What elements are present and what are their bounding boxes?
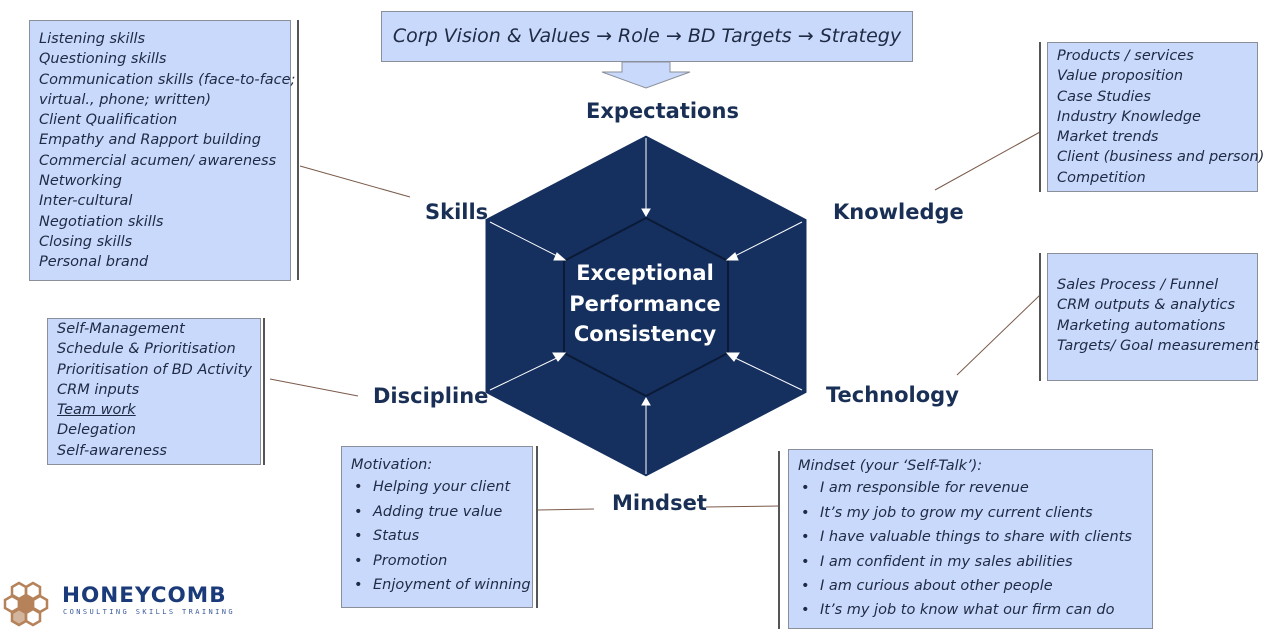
arrow-top-right: [728, 221, 803, 260]
list-item: Inter-cultural: [39, 193, 133, 210]
list-item: Schedule & Prioritisation: [57, 341, 236, 358]
label-technology: Technology: [826, 383, 959, 407]
label-discipline: Discipline: [373, 384, 489, 408]
list-item: It’s my job to know what our firm can do: [798, 598, 1152, 622]
center-title: Exceptional Performance Consistency: [560, 258, 730, 350]
motivation-heading: Motivation:: [351, 457, 433, 473]
list-item: Personal brand: [39, 254, 149, 271]
list-item: virtual., phone; written): [39, 91, 212, 108]
motivation-list: Helping your client Adding true value St…: [351, 475, 532, 597]
knowledge-accent-bar: [1039, 42, 1041, 192]
skills-accent-bar: [297, 20, 299, 280]
list-item: Marketing automations: [1057, 317, 1226, 334]
skills-box: Listening skills Questioning skills Comm…: [29, 20, 296, 281]
list-item: Communication skills (face-to-face;: [39, 71, 296, 88]
mindset-heading: Mindset (your ‘Self-Talk’):: [798, 458, 983, 474]
technology-box: Sales Process / Funnel CRM outputs & ana…: [1047, 253, 1260, 381]
list-item: Listening skills: [39, 31, 146, 47]
list-item: Adding true value: [351, 500, 532, 524]
connector-skills: [299, 165, 411, 198]
list-item: Client Qualification: [39, 112, 178, 129]
label-skills: Skills: [425, 200, 489, 224]
list-item: CRM outputs & analytics: [1057, 297, 1236, 314]
center-line: Performance: [569, 291, 721, 316]
technology-accent-bar: [1039, 253, 1041, 381]
list-item: Prioritisation of BD Activity: [57, 361, 252, 378]
list-item: CRM inputs: [57, 381, 140, 398]
list-item: Sales Process / Funnel: [1057, 277, 1219, 293]
list-item: Enjoyment of winning: [351, 573, 532, 597]
arrow-bottom-left: [489, 354, 564, 391]
list-item: Promotion: [351, 549, 532, 573]
label-knowledge: Knowledge: [833, 200, 964, 224]
logo-tagline: CONSULTING SKILLS TRAINING: [63, 608, 235, 616]
list-item: Self-awareness: [57, 442, 167, 459]
connector-mindset: [705, 505, 781, 508]
list-item: Questioning skills: [39, 51, 167, 68]
vision-banner: Corp Vision & Values → Role → BD Targets…: [381, 11, 913, 62]
discipline-box: Self-Management Schedule & Prioritisatio…: [47, 318, 261, 465]
honeycomb-logo-icon: [3, 581, 49, 627]
list-item: I have valuable things to share with cli…: [798, 525, 1152, 549]
logo-wordmark: HONEYCOMB: [62, 583, 227, 608]
down-arrow: [601, 61, 691, 89]
list-item: It’s my job to grow my current clients: [798, 501, 1152, 525]
list-item: Commercial acumen/ awareness: [39, 152, 277, 169]
list-item: Networking: [39, 173, 122, 190]
mindset-accent-bar: [778, 451, 780, 629]
mindset-list: I am responsible for revenue It’s my job…: [798, 476, 1152, 622]
list-item: Negotiation skills: [39, 213, 164, 230]
list-item: Value proposition: [1057, 68, 1184, 85]
knowledge-box: Products / services Value proposition Ca…: [1047, 42, 1265, 192]
discipline-accent-bar: [263, 318, 265, 465]
list-item: I am curious about other people: [798, 574, 1152, 598]
list-item: Case Studies: [1057, 88, 1151, 105]
connector-motivation: [537, 508, 595, 511]
motivation-accent-bar: [536, 446, 538, 608]
center-line: Consistency: [573, 322, 717, 346]
list-item: Empathy and Rapport building: [39, 132, 261, 149]
connector-knowledge: [934, 131, 1041, 191]
list-item: I am confident in my sales abilities: [798, 550, 1152, 574]
center-line: Exceptional: [576, 261, 714, 285]
list-item: Delegation: [57, 422, 136, 439]
inner-hexagon: [563, 216, 729, 398]
list-item: Competition: [1057, 169, 1146, 186]
list-item: Closing skills: [39, 233, 133, 250]
list-item: Client (business and person): [1057, 149, 1265, 166]
mindset-box: Mindset (your ‘Self-Talk’): I am respons…: [788, 449, 1153, 629]
list-item: Status: [351, 524, 532, 548]
list-item: Products / services: [1057, 48, 1194, 64]
list-item: Targets/ Goal measurement: [1057, 337, 1260, 354]
arrow-bottom-right: [728, 354, 803, 391]
list-item: Self-Management: [57, 321, 185, 337]
list-item: Helping your client: [351, 475, 532, 499]
list-item: I am responsible for revenue: [798, 476, 1152, 500]
list-item: Team work: [57, 402, 136, 419]
list-item: Market trends: [1057, 129, 1159, 146]
list-item: Industry Knowledge: [1057, 108, 1201, 125]
connector-discipline: [269, 378, 359, 397]
label-mindset: Mindset: [612, 491, 707, 515]
arrow-top-left: [489, 221, 564, 260]
label-expectations: Expectations: [586, 99, 739, 123]
connector-technology: [956, 294, 1041, 376]
motivation-box: Motivation: Helping your client Adding t…: [341, 446, 533, 608]
